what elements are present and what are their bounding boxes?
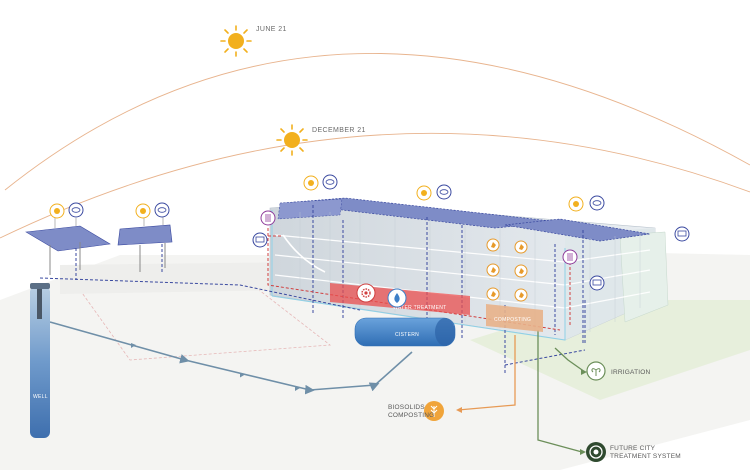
utensils-icon	[562, 249, 578, 265]
water-flow-arrows	[131, 343, 300, 391]
biosolids-label-line2: COMPOSTING	[388, 412, 434, 419]
sun-cloud-badges	[49, 174, 605, 219]
future-arrow	[580, 449, 586, 455]
treated-water-lines	[537, 330, 586, 453]
summer-sun-path	[4, 53, 750, 191]
cloud-icon	[436, 184, 452, 200]
compost-arrow	[456, 407, 462, 413]
small-sun-icon	[135, 203, 151, 219]
irrigation-arrow	[581, 369, 587, 375]
well: WELL	[30, 283, 50, 438]
composting-zone: COMPOSTING	[486, 304, 543, 332]
well-water-line	[49, 321, 413, 395]
future-treatment-node: FUTURE CITY TREATMENT SYSTEM	[586, 442, 681, 462]
cistern: CISTERN	[354, 317, 456, 347]
sprout-icon	[586, 361, 606, 381]
winter-sun-icon	[276, 124, 308, 156]
compost-line	[457, 335, 516, 411]
cloud-icon	[154, 202, 170, 218]
monitor-icon	[589, 275, 605, 291]
future-label-line1: FUTURE CITY	[610, 445, 656, 452]
compost-chicken-icons	[486, 238, 528, 302]
biosolids-node: BIOSOLIDS COMPOSTING	[388, 401, 444, 421]
summer-solstice-label: JUNE 21	[256, 26, 287, 33]
irrigation-label: IRRIGATION	[611, 369, 651, 376]
cloud-icon	[589, 195, 605, 211]
biosolids-label-line1: BIOSOLIDS	[388, 404, 425, 411]
water-treatment-label: WATER TREATMENT	[393, 305, 446, 311]
irrigation-node: IRRIGATION	[586, 361, 651, 381]
small-sun-icon	[303, 175, 319, 191]
water-drop-icon	[387, 288, 407, 308]
monitor-icon	[252, 232, 268, 248]
cloud-icon	[322, 174, 338, 190]
small-sun-icon	[568, 196, 584, 212]
treatment-plant-icon	[586, 442, 606, 462]
gear-icon	[356, 283, 376, 303]
solar-canopy-2	[117, 216, 173, 272]
wheat-icon	[424, 401, 444, 421]
well-label: WELL	[33, 394, 48, 400]
utensils-icon	[260, 210, 276, 226]
cistern-label: CISTERN	[395, 332, 419, 338]
cloud-icon	[68, 202, 84, 218]
winter-solstice-label: DECEMBER 21	[312, 127, 366, 134]
wastewater-pipes	[267, 228, 571, 331]
small-sun-icon	[416, 185, 432, 201]
small-sun-icon	[49, 203, 65, 219]
monitor-icon	[674, 226, 690, 242]
future-label-line2: TREATMENT SYSTEM	[610, 453, 681, 460]
composting-label: COMPOSTING	[494, 317, 531, 323]
summer-sun-icon	[220, 25, 252, 57]
solar-canopy-1	[25, 216, 111, 275]
winter-sun-path	[0, 132, 750, 239]
